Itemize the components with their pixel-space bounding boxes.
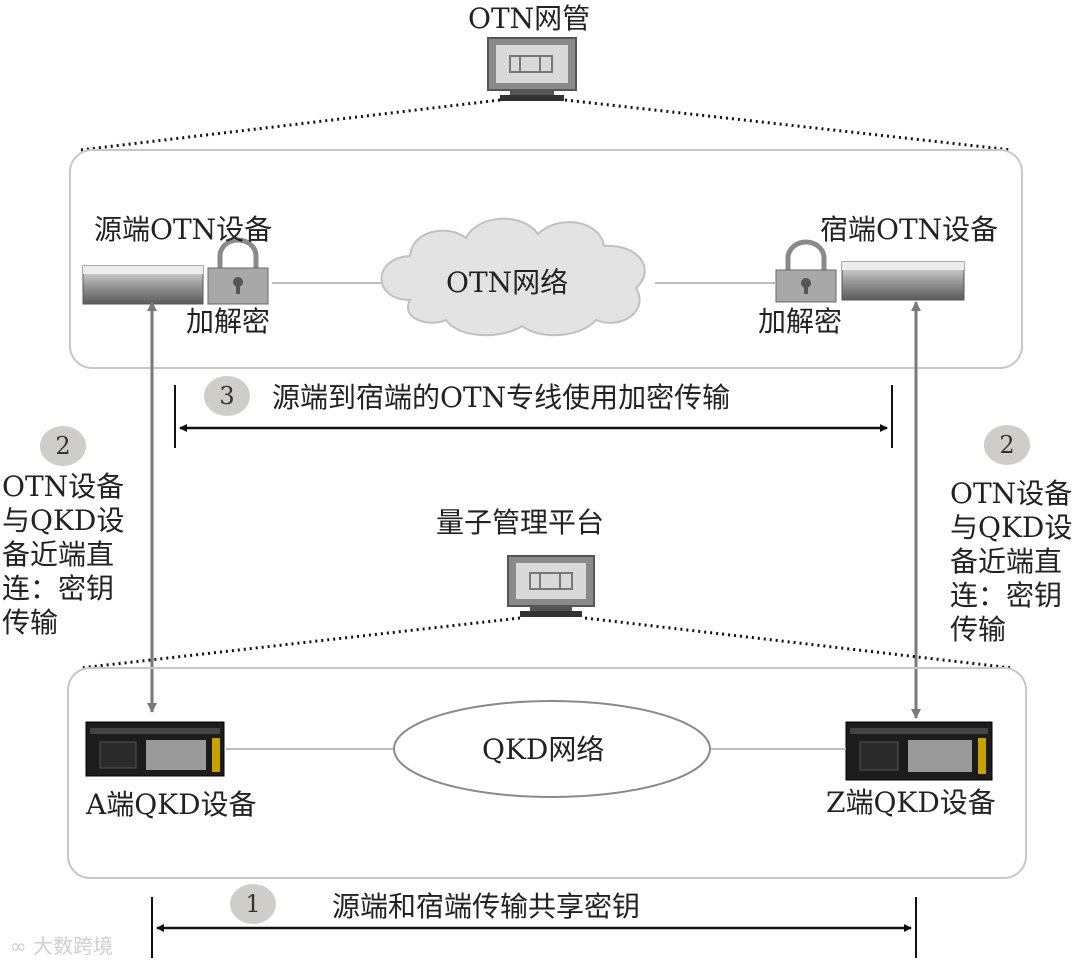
qkd-network-ellipse	[393, 700, 711, 798]
quantum-platform-monitor-icon	[507, 555, 595, 617]
step1-badge: 1	[230, 884, 276, 924]
watermark-logo-icon: ∞	[10, 934, 27, 958]
step2-left-text: OTN设备 与QKD设 备近端直 连：密钥 传输	[2, 470, 125, 639]
otn-cloud-shape	[380, 217, 646, 337]
z-qkd-device-label: Z端QKD设备	[826, 786, 996, 819]
step3-badge: 3	[204, 376, 250, 416]
qmp-dotted-line-right	[584, 616, 1013, 670]
otn-nms-label: OTN网管	[468, 2, 591, 35]
sink-otn-device-label: 宿端OTN设备	[820, 213, 999, 246]
step2-right-text: OTN设备 与QKD设 备近端直 连：密钥 传输	[950, 477, 1073, 646]
quantum-platform-label: 量子管理平台	[436, 506, 605, 539]
step3-text: 源端到宿端的OTN专线使用加密传输	[272, 381, 731, 414]
nms-dotted-line-left	[79, 98, 501, 152]
step2-left-badge: 2	[40, 426, 86, 466]
source-otn-device-label: 源端OTN设备	[94, 213, 273, 246]
right-padlock-icon	[775, 239, 837, 303]
watermark: ∞ 大数跨境	[10, 930, 113, 959]
qkd-domain-box	[67, 667, 1027, 879]
qmp-dotted-line-left	[79, 616, 521, 670]
otn-network-label: OTN网络	[446, 266, 569, 299]
nms-dotted-line-right	[564, 98, 1013, 152]
z-qkd-device-icon	[845, 721, 993, 781]
otn-nms-monitor-icon	[487, 37, 577, 101]
sink-otn-device-icon	[841, 261, 965, 301]
a-qkd-device-label: A端QKD设备	[86, 788, 257, 821]
left-encryption-label: 加解密	[186, 305, 271, 338]
step1-text: 源端和宿端传输共享密钥	[332, 890, 641, 923]
source-otn-device-icon	[82, 265, 204, 305]
right-encryption-label: 加解密	[758, 305, 843, 338]
a-qkd-device-icon	[85, 721, 225, 777]
step2-right-badge: 2	[984, 425, 1030, 465]
qkd-network-label: QKD网络	[482, 733, 605, 766]
left-padlock-icon	[207, 237, 269, 305]
watermark-text: 大数跨境	[33, 934, 114, 958]
